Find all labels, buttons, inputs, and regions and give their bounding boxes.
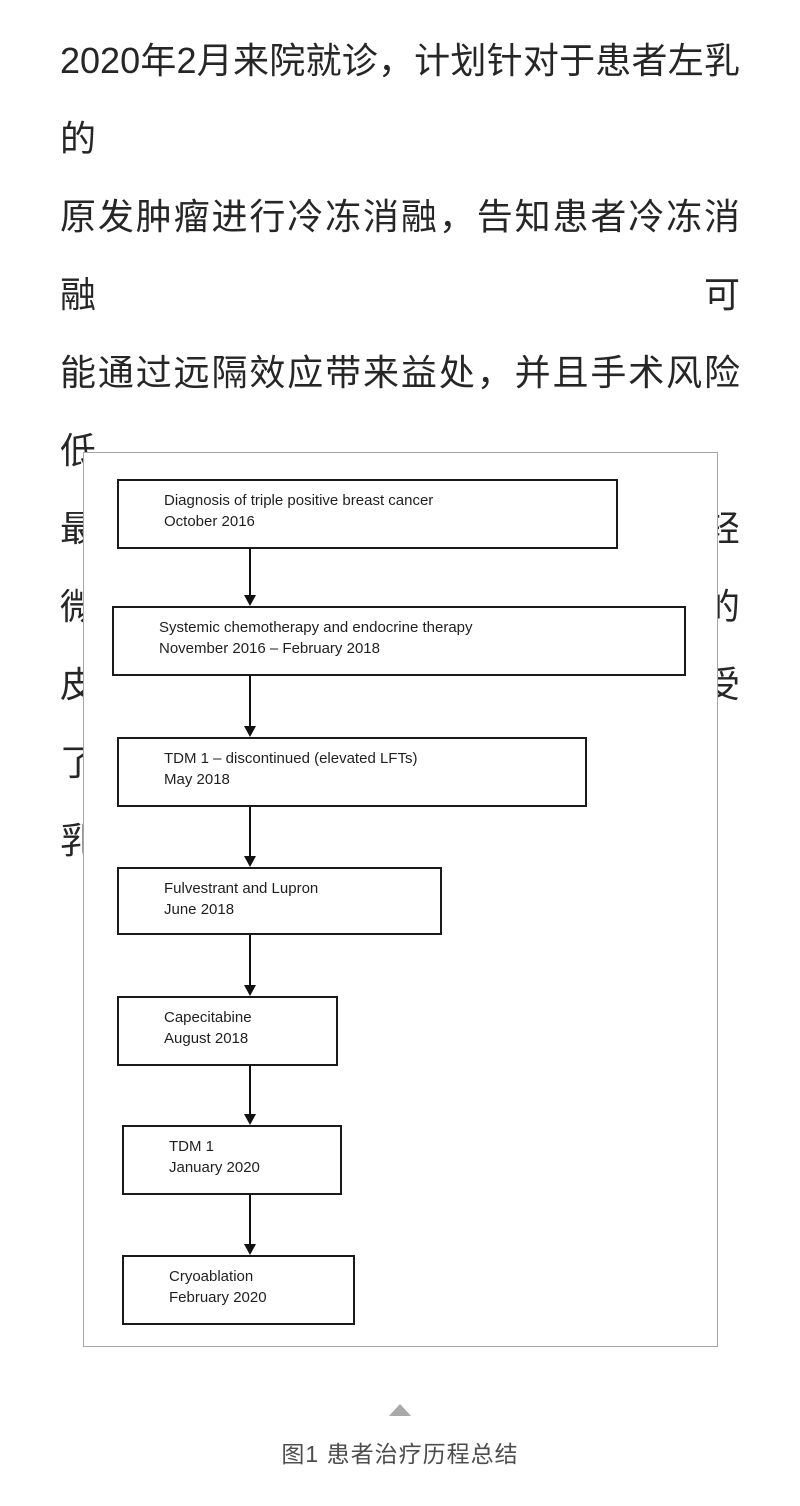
flow-arrow-down-icon <box>249 676 251 726</box>
paragraph-line: 2020年2月来院就诊，计划针对于患者左乳的 <box>60 40 740 159</box>
collapse-triangle-icon[interactable] <box>389 1404 411 1416</box>
flow-step-tdm1-discontinued: TDM 1 – discontinued (elevated LFTs) May… <box>117 737 587 807</box>
flow-step-label: Diagnosis of triple positive breast canc… <box>164 492 434 509</box>
flow-step-date: January 2020 <box>169 1159 260 1176</box>
flow-step-date: August 2018 <box>164 1030 249 1047</box>
flow-step-label: Fulvestrant and Lupron <box>164 880 319 897</box>
flow-step-date: May 2018 <box>164 771 230 788</box>
flow-step-fulvestrant-lupron: Fulvestrant and Lupron June 2018 <box>117 867 442 935</box>
flow-step-chemotherapy: Systemic chemotherapy and endocrine ther… <box>112 606 686 676</box>
paragraph-line: 原发肿瘤进行冷冻消融，告知患者冷冻消融可 <box>60 196 740 315</box>
flow-step-capecitabine: Capecitabine August 2018 <box>117 996 338 1066</box>
flow-step-date: February 2020 <box>169 1289 267 1306</box>
flow-step-date: October 2016 <box>164 513 255 530</box>
flow-step-date: June 2018 <box>164 901 235 918</box>
treatment-timeline-flowchart: Diagnosis of triple positive breast canc… <box>83 452 718 1347</box>
flow-arrow-down-icon <box>249 807 251 856</box>
flow-arrow-down-icon <box>249 1066 251 1114</box>
flow-step-cryoablation: Cryoablation February 2020 <box>122 1255 355 1325</box>
flow-arrow-down-icon <box>249 549 251 595</box>
flow-step-date: November 2016 – February 2018 <box>159 640 380 657</box>
flow-step-label: Capecitabine <box>164 1009 252 1026</box>
flow-step-diagnosis: Diagnosis of triple positive breast canc… <box>117 479 618 549</box>
flow-arrow-down-icon <box>249 935 251 985</box>
flow-step-label: TDM 1 <box>169 1138 214 1155</box>
figure-caption: 图1 患者治疗历程总结 <box>281 1441 519 1467</box>
figure-footer: 图1 患者治疗历程总结 <box>0 1404 800 1469</box>
flow-step-tdm1: TDM 1 January 2020 <box>122 1125 342 1195</box>
flow-arrow-down-icon <box>249 1195 251 1244</box>
flow-step-label: TDM 1 – discontinued (elevated LFTs) <box>164 750 418 767</box>
paragraph-line: 能通过远隔效应带来益处，并且手术风险低， <box>60 352 740 471</box>
flow-step-label: Cryoablation <box>169 1268 254 1285</box>
flow-step-label: Systemic chemotherapy and endocrine ther… <box>159 619 473 636</box>
